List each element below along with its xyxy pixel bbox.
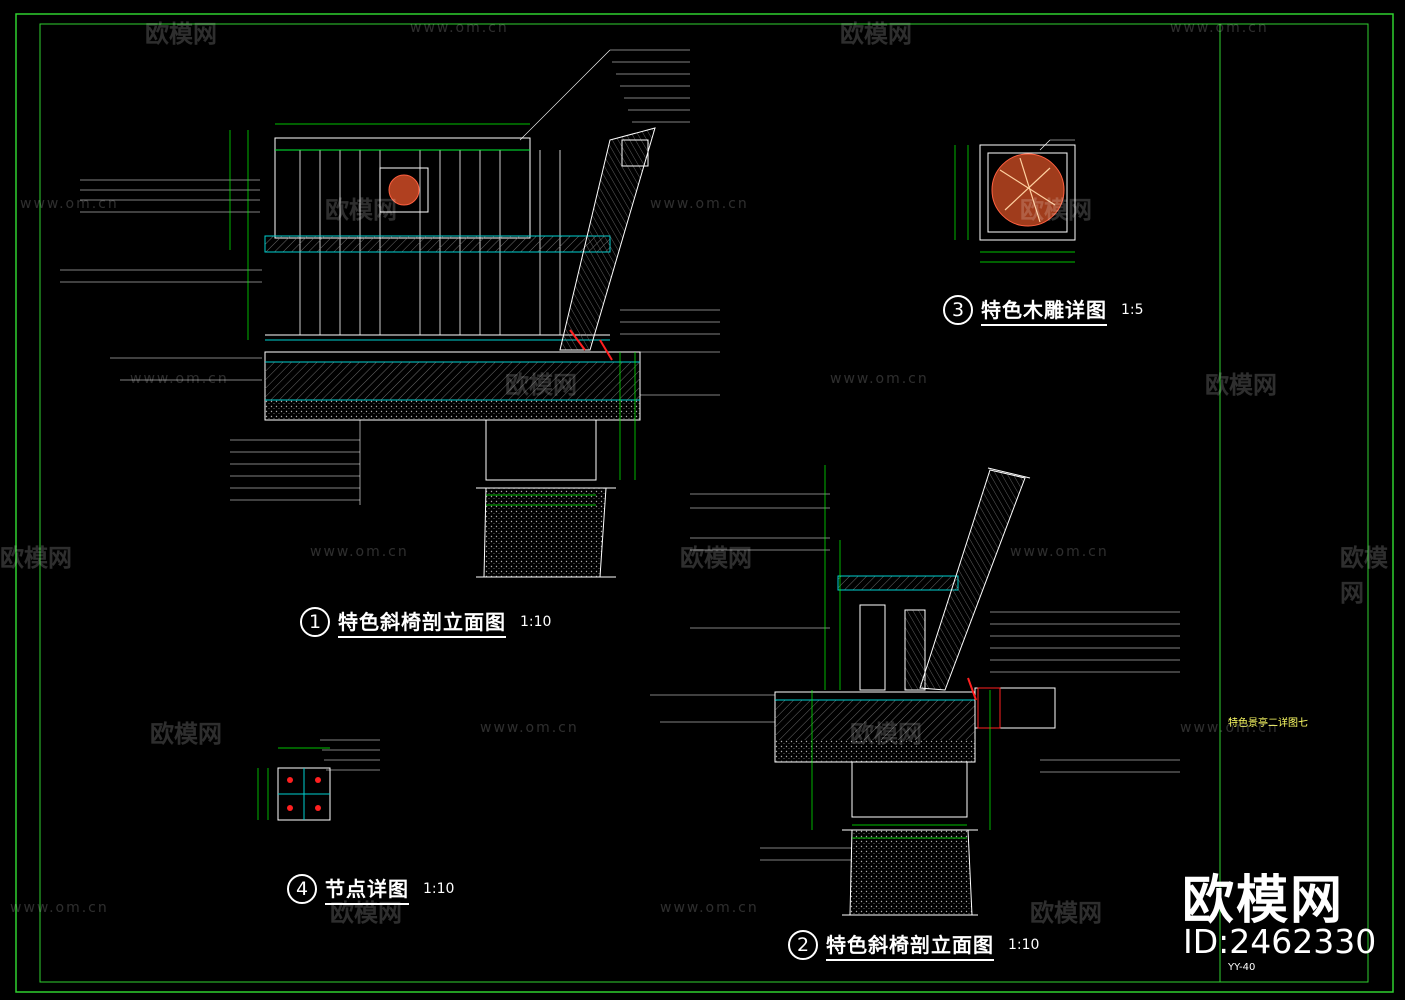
drawing-3-carving-detail: [954, 139, 1076, 263]
outer-frame: [15, 13, 1394, 993]
drawing-1-number: 1: [300, 607, 330, 637]
d1-foundation: [485, 419, 597, 481]
drawing-4-number: 4: [287, 874, 317, 904]
brand-id: ID:2462330: [1183, 922, 1377, 961]
d1-footing: [483, 487, 607, 578]
drawing-2-section: [650, 465, 1180, 916]
inner-frame: [39, 23, 1369, 983]
sheet-side-note: 特色景亭二详图七: [1228, 718, 1308, 729]
d3-inner-square: [987, 152, 1068, 233]
d1-seat: [264, 235, 611, 253]
drawing-2-number: 2: [788, 930, 818, 960]
drawing-4-title: 4 节点详图 1:10: [287, 873, 454, 905]
brand-logo-text: 欧模网: [1182, 871, 1345, 931]
drawing-1-title-text: 特色斜椅剖立面图: [338, 606, 506, 638]
d2-beam: [974, 687, 1056, 729]
sheet-code: YY-40: [1228, 962, 1256, 973]
drawing-3-scale: 1:5: [1121, 302, 1144, 318]
drawing-4-node-detail: [257, 739, 380, 821]
drawing-2-title: 2 特色斜椅剖立面图 1:10: [788, 929, 1039, 961]
drawing-4-scale: 1:10: [423, 881, 455, 897]
drawing-2-scale: 1:10: [1008, 937, 1040, 953]
d3-carving-medallion: [991, 153, 1065, 227]
d2-seat: [837, 575, 959, 591]
drawing-2-title-text: 特色斜椅剖立面图: [826, 929, 994, 961]
d2-inclined-post: [919, 469, 1026, 691]
d2-foundation: [851, 761, 968, 818]
drawing-1-title: 1 特色斜椅剖立面图 1:10: [300, 606, 551, 638]
d3-outer-square: [979, 144, 1076, 241]
drawing-3-title-text: 特色木雕详图: [981, 294, 1107, 326]
d1-carving: [379, 167, 429, 213]
drawing-1-section: [60, 49, 720, 578]
drawing-4-title-text: 节点详图: [325, 873, 409, 905]
drawing-3-title: 3 特色木雕详图 1:5: [943, 294, 1144, 326]
d1-inclined-post: [559, 127, 656, 351]
d2-footing: [849, 829, 973, 916]
drawing-1-scale: 1:10: [520, 614, 552, 630]
drawing-3-number: 3: [943, 295, 973, 325]
